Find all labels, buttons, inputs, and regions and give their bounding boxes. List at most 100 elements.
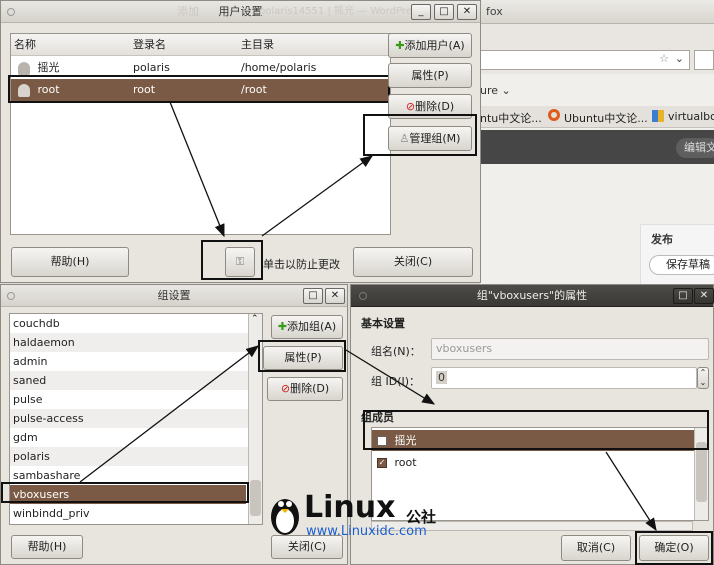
groups-titlebar: 组设置 □ ✕: [1, 285, 347, 307]
group-name-field[interactable]: vboxusers: [431, 338, 709, 360]
highlight-group-properties: [258, 340, 346, 372]
ok-button[interactable]: 确定(O): [639, 535, 709, 561]
column-header-name[interactable]: 名称: [14, 38, 36, 51]
delete-group-button[interactable]: ⊘删除(D): [267, 377, 343, 401]
list-item[interactable]: pulse: [13, 393, 43, 406]
scrollbar-thumb[interactable]: [250, 480, 261, 516]
scroll-up-icon[interactable]: ⌃: [251, 314, 259, 324]
checkbox-unchecked[interactable]: [377, 436, 387, 446]
list-item[interactable]: admin: [13, 355, 48, 368]
groups-help-button[interactable]: 帮助(H): [11, 535, 83, 559]
group-id-label: 组 ID(I)：: [371, 375, 421, 388]
list-item[interactable]: couchdb: [13, 317, 60, 330]
highlight-ok: [635, 531, 713, 565]
browser-title-ghost: 添加: [177, 5, 199, 18]
user-login: root: [133, 83, 156, 96]
props-titlebar: 组"vboxusers"的属性 □ ✕: [351, 285, 714, 307]
minimize-button[interactable]: _: [411, 4, 431, 20]
highlight-unlock: [201, 240, 263, 280]
group-properties-button[interactable]: 属性(P): [263, 346, 343, 370]
window-menu-icon[interactable]: [7, 292, 15, 300]
highlight-members: [363, 410, 709, 450]
list-item[interactable]: pulse-access: [10, 409, 262, 428]
members-scrollbar[interactable]: [694, 428, 708, 520]
member-row[interactable]: 摇光: [372, 430, 708, 451]
checkbox-checked[interactable]: ✓: [377, 458, 387, 468]
delete-icon: ⊘: [405, 100, 416, 113]
list-item[interactable]: sambashare: [13, 469, 81, 482]
publish-label: 发布: [651, 233, 673, 246]
member-row[interactable]: ✓ root: [372, 452, 708, 473]
browser-title-ghost-2: polaris14551 | 摇光 — WordPress: [259, 6, 423, 17]
url-bar[interactable]: ☆ ⌄: [480, 50, 690, 70]
edit-button[interactable]: 编辑文: [676, 138, 714, 158]
table-row[interactable]: root root /root: [11, 79, 390, 101]
browser-titlebar: fox: [480, 0, 714, 24]
key-icon: ⚿: [235, 255, 245, 268]
help-button[interactable]: 帮助(H): [11, 247, 129, 277]
highlight-root-row: [8, 75, 390, 103]
search-engine-icon[interactable]: [694, 50, 714, 70]
list-item[interactable]: haldaemon: [10, 333, 262, 352]
add-icon: ✚: [395, 39, 405, 52]
groups-window-title: 组设置: [157, 289, 191, 302]
member-name: 摇光: [394, 434, 417, 447]
group-id-spinner[interactable]: ⌃⌄: [697, 367, 709, 389]
bookmark-item[interactable]: Ubuntu中文论...: [564, 112, 648, 125]
save-draft-button[interactable]: 保存草稿: [649, 255, 714, 275]
add-user-button[interactable]: ✚添加用户(A): [388, 33, 472, 58]
delete-icon: ⊘: [280, 382, 291, 395]
add-group-button[interactable]: ✚添加组(A): [271, 315, 343, 339]
close-window-button[interactable]: ✕: [457, 4, 477, 20]
bookmark-item[interactable]: virtualbox: [668, 110, 714, 123]
column-header-login[interactable]: 登录名: [133, 38, 166, 51]
maximize-button[interactable]: □: [434, 4, 454, 20]
browser-title-suffix: fox: [486, 5, 503, 18]
bookmark-item[interactable]: ntu中文论...: [480, 112, 542, 125]
user-icon: [18, 61, 30, 75]
table-row[interactable]: 摇光 polaris /home/polaris: [11, 57, 390, 78]
close-window-button[interactable]: ✕: [694, 288, 714, 304]
member-name: root: [394, 456, 417, 469]
close-window-button[interactable]: ✕: [325, 288, 345, 304]
members-heading: 组成员: [361, 411, 394, 424]
users-window-title: 用户设置: [218, 5, 263, 18]
list-item[interactable]: saned: [10, 371, 262, 390]
browser-window: fox ☆ ⌄ ure ⌄ ntu中文论... Ubuntu中文论... vir…: [480, 0, 714, 290]
penguin-icon: [271, 499, 299, 535]
virtualbox-icon: [652, 110, 664, 122]
users-table: 名称 登录名 主目录 摇光 polaris /home/polaris root…: [10, 33, 391, 235]
watermark-url: www.Linuxidc.com: [306, 524, 427, 539]
window-menu-icon[interactable]: [359, 292, 367, 300]
list-item[interactable]: gdm: [13, 431, 38, 444]
column-header-home[interactable]: 主目录: [241, 38, 274, 51]
group-id-field[interactable]: 0: [431, 367, 697, 389]
wp-admin-bar: 编辑文: [480, 130, 714, 164]
maximize-button[interactable]: □: [673, 288, 693, 304]
list-item[interactable]: winbindd_priv: [13, 507, 90, 520]
chevron-down-icon[interactable]: ⌄: [674, 52, 684, 65]
groups-close-button[interactable]: 关闭(C): [271, 535, 343, 559]
group-name-label: 组名(N)：: [371, 345, 421, 358]
group-id-value: 0: [436, 371, 447, 384]
user-icon: [18, 83, 30, 97]
user-properties-button[interactable]: 属性(P): [388, 63, 472, 88]
menu-item[interactable]: ure ⌄: [480, 84, 511, 97]
publish-box: 发布 保存草稿: [640, 224, 714, 290]
unlock-label: 单击以防止更改: [263, 258, 340, 271]
user-name: root: [37, 83, 60, 96]
star-icon[interactable]: ☆: [659, 52, 669, 65]
users-close-button[interactable]: 关闭(C): [353, 247, 473, 277]
watermark-suffix: 公社: [406, 508, 437, 526]
maximize-button[interactable]: □: [303, 288, 323, 304]
list-item-selected[interactable]: vboxusers: [10, 485, 246, 504]
unlock-button[interactable]: ⚿: [225, 247, 255, 277]
list-item[interactable]: polaris: [10, 447, 262, 466]
scrollbar-thumb[interactable]: [696, 442, 707, 502]
manage-groups-button[interactable]: ♙管理组(M): [388, 126, 472, 151]
window-menu-icon[interactable]: [7, 8, 15, 16]
cancel-button[interactable]: 取消(C): [561, 535, 631, 561]
members-hscrollbar[interactable]: [371, 521, 693, 531]
watermark-brand: Linux: [304, 490, 396, 525]
add-icon: ✚: [277, 320, 288, 333]
